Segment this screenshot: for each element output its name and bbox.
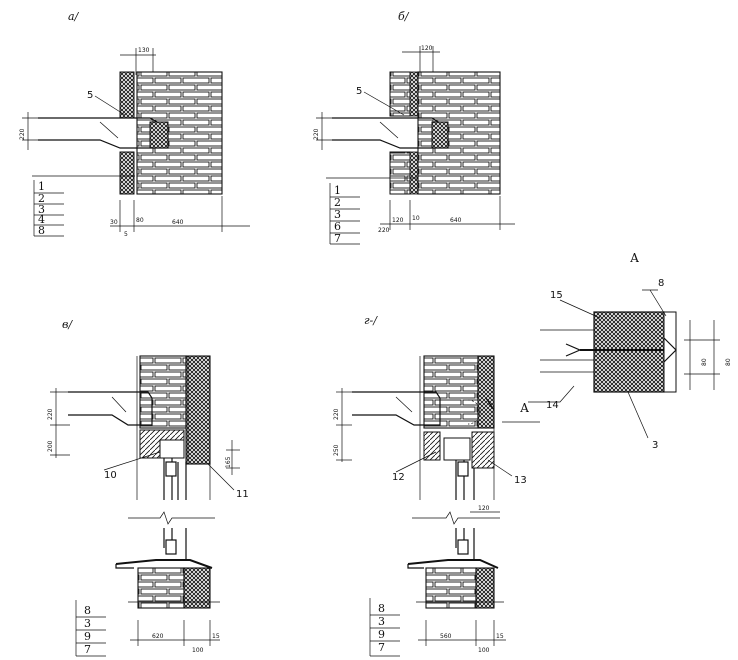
panel-v-callout-10: 10 (104, 470, 117, 481)
panel-v-dim-bottom-main: 620 (152, 633, 164, 640)
panel-b-facing-lower (389, 151, 411, 195)
panel-v: в/ 220 200 165 10 11 (47, 318, 249, 657)
detail-callout-8: 8 (658, 278, 664, 289)
panel-v-stack-4: 7 (84, 643, 91, 656)
detail-dim-outer: 80 (725, 358, 732, 366)
panel-a-stack-1: 1 (38, 180, 45, 193)
panel-a-dim-top: 130 (138, 47, 150, 54)
panel-a-stack-5: 8 (38, 224, 45, 237)
panel-v-floor-slab (68, 391, 153, 426)
panel-g-label: г-/ (364, 314, 378, 327)
panel-g-section-mark: А (520, 401, 529, 415)
panel-g-sill-brick (425, 567, 477, 609)
panel-v-callout-11: 11 (236, 489, 249, 500)
panel-v-stack-3: 9 (84, 630, 91, 643)
panel-a: а/ 130 5 220 1 2 3 4 8 (19, 10, 250, 238)
panel-g-dim-bottom-main: 560 (440, 633, 452, 640)
panel-a-dim-bottom-small: 5 (124, 231, 128, 238)
panel-g-lintel-inner (423, 431, 441, 461)
panel-g-floor-slab (352, 391, 441, 426)
panel-g-dim-height-top: 220 (333, 408, 340, 420)
panel-a-insulation-lower (119, 151, 135, 195)
panel-a-label: а/ (68, 10, 80, 23)
panel-a-dim-bottom-right: 640 (172, 219, 184, 226)
panel-g-insulation (477, 355, 495, 429)
panel-b-dim-height: 220 (313, 128, 320, 140)
panel-v-stack-1: 8 (84, 604, 91, 617)
panel-b-stack-3: 3 (334, 208, 341, 221)
detail-callout-3: 3 (652, 440, 658, 451)
detail-callout-14: 14 (546, 400, 559, 411)
panel-v-dim-side: 165 (225, 456, 232, 468)
panel-b-dim-bottom-left: 120 (392, 217, 404, 224)
panel-g-dim-height-bottom: 250 (333, 444, 340, 456)
panel-g-stack-1: 8 (378, 602, 385, 615)
panel-b-stack-4: 6 (334, 220, 341, 233)
panel-v-insulation (185, 355, 211, 465)
panel-a-stack-3: 3 (38, 203, 45, 216)
panel-g-dim-bottom-small: 15 (496, 633, 504, 640)
panel-v-label: в/ (62, 318, 73, 331)
panel-b-stack-2: 2 (334, 196, 341, 209)
panel-a-callout-5: 5 (87, 90, 93, 101)
panel-g-stack-2: 3 (378, 615, 385, 628)
panel-v-dim-bottom-small: 15 (212, 633, 220, 640)
detail-callout-15: 15 (550, 290, 563, 301)
panel-a-stack-2: 2 (38, 192, 45, 205)
panel-b-facing-upper (389, 71, 411, 117)
panel-v-dim-height-top: 220 (47, 408, 54, 420)
panel-b-brick-wall (417, 71, 501, 195)
panel-a-stack-4: 4 (38, 213, 45, 226)
panel-b: б/ 120 5 220 1 2 3 6 7 (313, 10, 515, 245)
panel-g-dim-side: 120 (478, 505, 490, 512)
panel-g: г-/ А 220 250 12 13 120 (333, 314, 540, 657)
detail-dim-inner: 80 (701, 358, 708, 366)
panel-g-lintel-outer (471, 431, 495, 469)
panel-a-dim-height: 220 (19, 128, 26, 140)
panel-g-callout-12: 12 (392, 472, 405, 483)
panel-b-stack-1: 1 (334, 184, 341, 197)
panel-a-dim-bottom-left: 30 (110, 219, 118, 226)
panel-detail-a: А 80 80 15 8 14 3 (528, 251, 732, 451)
panel-b-stack-5: 7 (334, 232, 341, 245)
panel-g-callout-13: 13 (514, 475, 527, 486)
panel-g-dim-bottom-sub: 100 (478, 647, 490, 654)
panel-g-stack-4: 7 (378, 641, 385, 654)
panel-a-insulation-upper (119, 71, 135, 119)
panel-b-label: б/ (398, 10, 410, 23)
panel-g-stack-3: 9 (378, 628, 385, 641)
detail-title: А (630, 251, 639, 265)
panel-b-dim-top: 120 (421, 45, 433, 52)
detail-insulation-block (593, 311, 665, 393)
panel-a-dim-bottom-mid: 80 (136, 217, 144, 224)
panel-g-layer-stack: 8 3 9 7 (369, 598, 400, 657)
panel-v-stack-2: 3 (84, 617, 91, 630)
panel-v-dim-bottom-sub: 100 (192, 647, 204, 654)
panel-b-dim-bottom-mid: 10 (412, 215, 420, 222)
panel-b-dim-bottom-right: 640 (450, 217, 462, 224)
panel-b-dim-bottom-small: 220 (378, 227, 390, 234)
panel-a-layer-stack: 1 2 3 4 8 (33, 180, 64, 237)
panel-v-layer-stack: 8 3 9 7 (75, 600, 106, 657)
panel-b-layer-stack: 1 2 3 6 7 (329, 183, 360, 245)
panel-b-callout-5: 5 (356, 86, 362, 97)
panel-v-dim-height-bottom: 200 (47, 440, 54, 452)
